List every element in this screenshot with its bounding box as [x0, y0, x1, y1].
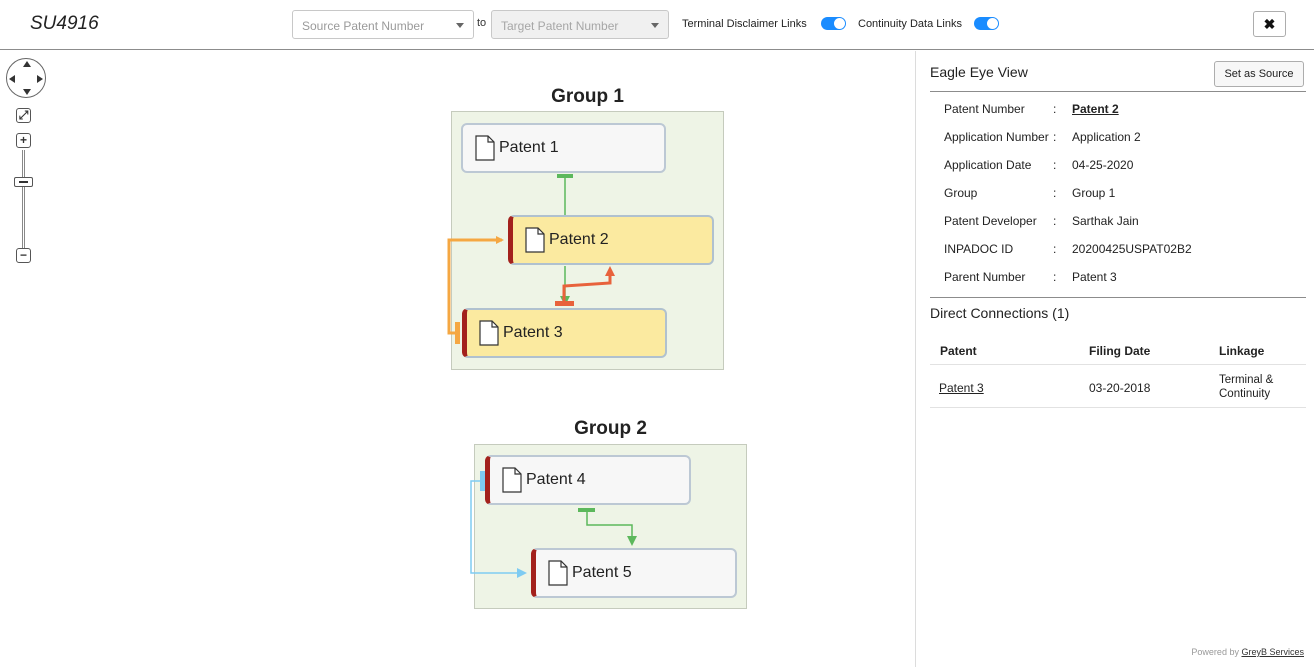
fit-view-button[interactable]: ⤢	[16, 108, 31, 123]
detail-value: 04-25-2020	[1072, 158, 1134, 172]
document-icon	[502, 467, 522, 493]
zoom-in-button[interactable]: +	[16, 133, 31, 148]
detail-key: Group	[944, 186, 978, 200]
patent-number-link[interactable]: Patent 2	[1072, 102, 1119, 116]
link-p4-p5-blue	[470, 480, 527, 578]
patent-node-3[interactable]: Patent 3	[462, 308, 667, 358]
link-p4-p5-cap	[578, 508, 595, 512]
graph-canvas[interactable]: ⤢ + − Group 1 Group 2 P	[0, 51, 915, 667]
detail-value: Patent 3	[1072, 270, 1117, 284]
link-p3-p2	[562, 266, 615, 301]
links-layer	[447, 174, 637, 578]
table-row-divider	[930, 407, 1306, 408]
detail-key: Parent Number	[944, 270, 1026, 284]
detail-key: Patent Developer	[944, 214, 1037, 228]
document-icon	[479, 320, 499, 346]
link-p1-p2-cap	[557, 174, 573, 178]
patent-node-4[interactable]: Patent 4	[485, 455, 691, 505]
powered-by-footer: Powered by GreyB Services	[1191, 647, 1304, 657]
detail-separator: :	[1053, 242, 1057, 256]
pan-navigator[interactable]	[6, 58, 46, 98]
detail-value: Application 2	[1072, 130, 1141, 144]
close-button[interactable]: ✖	[1253, 11, 1286, 37]
link-p4-p5-blue-cap	[480, 471, 485, 491]
detail-key: Application Number	[944, 130, 1049, 144]
patent-node-label: Patent 1	[499, 139, 559, 156]
greyb-services-link[interactable]: GreyB Services	[1241, 647, 1304, 657]
table-header-linkage: Linkage	[1219, 344, 1265, 358]
target-patent-placeholder: Target Patent Number	[501, 19, 619, 33]
detail-value: Sarthak Jain	[1072, 214, 1139, 228]
app-title: SU4916	[30, 13, 99, 34]
group-1-title: Group 1	[551, 86, 624, 107]
panel-title: Eagle Eye View	[930, 64, 1028, 80]
document-icon	[548, 560, 568, 586]
detail-separator: :	[1053, 186, 1057, 200]
detail-key: Patent Number	[944, 102, 1025, 116]
plus-icon: +	[19, 133, 27, 147]
detail-key: INPADOC ID	[944, 242, 1014, 256]
powered-by-prefix: Powered by	[1191, 647, 1239, 657]
expand-icon: ⤢	[18, 108, 29, 122]
patent-node-5[interactable]: Patent 5	[531, 548, 737, 598]
pan-down-icon[interactable]	[23, 89, 31, 95]
patent-node-label: Patent 3	[503, 324, 563, 341]
pan-right-icon[interactable]	[37, 75, 43, 83]
group-2-title: Group 2	[574, 418, 647, 439]
zoom-slider-track[interactable]	[22, 150, 25, 250]
patent-node-1[interactable]: Patent 1	[461, 123, 666, 173]
detail-separator: :	[1053, 102, 1057, 116]
detail-separator: :	[1053, 214, 1057, 228]
detail-separator: :	[1053, 270, 1057, 284]
document-icon	[525, 227, 545, 253]
patent-node-label: Patent 2	[549, 231, 609, 248]
table-header-divider	[930, 364, 1306, 365]
table-header-filing-date: Filing Date	[1089, 344, 1151, 358]
terminal-disclaimer-toggle-label: Terminal Disclaimer Links	[682, 18, 807, 30]
patent-node-label: Patent 5	[572, 564, 632, 581]
patent-node-label: Patent 4	[526, 471, 586, 488]
connection-linkage-line2: Continuity	[1219, 388, 1271, 400]
detail-key: Application Date	[944, 158, 1032, 172]
toggle-knob	[987, 18, 998, 29]
close-icon: ✖	[1263, 16, 1276, 32]
zoom-slider-handle[interactable]	[14, 177, 33, 187]
table-header-patent: Patent	[940, 344, 977, 358]
chevron-down-icon	[456, 23, 464, 28]
continuity-toggle[interactable]	[974, 17, 999, 30]
detail-value: 20200425USPAT02B2	[1072, 242, 1192, 256]
direct-connections-title: Direct Connections (1)	[930, 305, 1070, 321]
link-p4-p5	[586, 511, 637, 546]
source-patent-placeholder: Source Patent Number	[302, 19, 425, 33]
top-bar: SU4916 Source Patent Number to Target Pa…	[0, 0, 1314, 50]
set-as-source-button[interactable]: Set as Source	[1214, 61, 1304, 87]
chevron-down-icon	[651, 23, 659, 28]
panel-divider	[930, 91, 1306, 92]
connection-filing-date: 03-20-2018	[1089, 381, 1151, 395]
source-patent-select[interactable]: Source Patent Number	[292, 10, 474, 39]
patent-node-2[interactable]: Patent 2	[508, 215, 714, 265]
eagle-eye-panel: Eagle Eye View Set as Source Patent Numb…	[915, 51, 1314, 667]
toggle-knob	[834, 18, 845, 29]
continuity-toggle-label: Continuity Data Links	[858, 18, 962, 30]
connection-patent-link[interactable]: Patent 3	[939, 381, 984, 395]
target-patent-select[interactable]: Target Patent Number	[491, 10, 669, 39]
connection-linkage-line1: Terminal &	[1219, 374, 1274, 386]
minus-icon: −	[19, 248, 27, 262]
document-icon	[475, 135, 495, 161]
to-label: to	[477, 17, 487, 29]
pan-left-icon[interactable]	[9, 75, 15, 83]
zoom-out-button[interactable]: −	[16, 248, 31, 263]
link-p3-p2-orange	[447, 236, 504, 335]
detail-value: Group 1	[1072, 186, 1116, 200]
panel-divider	[930, 297, 1306, 298]
pan-up-icon[interactable]	[23, 61, 31, 67]
detail-separator: :	[1053, 158, 1057, 172]
detail-separator: :	[1053, 130, 1057, 144]
link-p3-p2-cap	[555, 301, 574, 306]
terminal-disclaimer-toggle[interactable]	[821, 17, 846, 30]
